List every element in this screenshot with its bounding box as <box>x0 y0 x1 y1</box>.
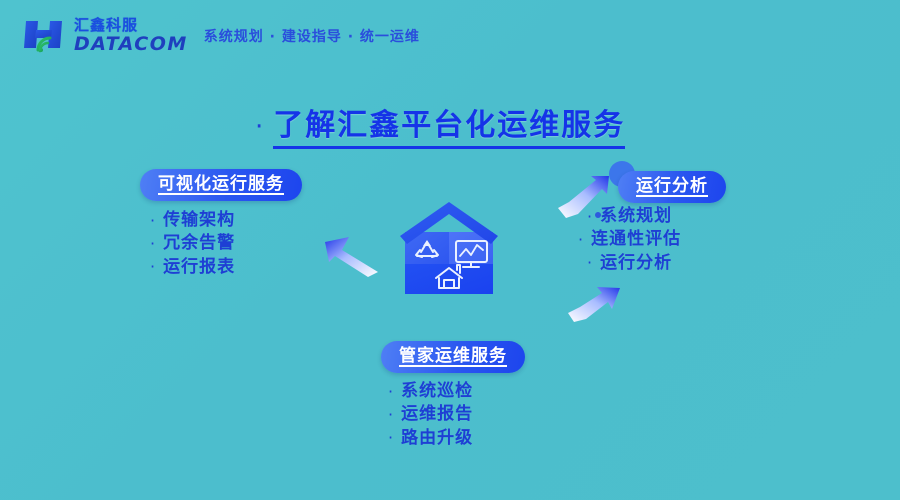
bullet-icon: · <box>150 233 156 253</box>
logo-english-name: DATACOM <box>74 33 188 55</box>
brand-tagline: 系统规划 · 建设指导 · 统一运维 <box>203 29 420 45</box>
bullet-icon: · <box>578 229 584 249</box>
badge-visual-operation-service[interactable]: 可视化运行服务 <box>140 169 302 201</box>
list-item[interactable]: · 运维报告 <box>388 404 473 425</box>
badge-operation-analysis[interactable]: 运行分析 <box>618 171 726 203</box>
slide-header: 汇鑫科服 DATACOM 系统规划 · 建设指导 · 统一运维 <box>0 0 900 72</box>
bullet-icon: · <box>388 404 394 424</box>
list-right-items: · 系统规划 · 连通性评估 · 运行分析 <box>578 206 681 274</box>
bullet-icon: · <box>388 428 394 448</box>
house-platform-illustration <box>400 202 498 294</box>
decorative-circle-small <box>595 212 601 218</box>
page-title: · 了解汇鑫平台化运维服务 <box>255 100 626 149</box>
monitor-chart-icon <box>455 240 488 268</box>
list-bottom-items: · 系统巡检 · 运维报告 · 路由升级 <box>388 381 473 449</box>
list-item-label: 传输架构 <box>163 210 236 230</box>
bullet-icon: · <box>150 210 156 230</box>
bullet-icon: · <box>587 253 593 273</box>
page-title-text: 了解汇鑫平台化运维服务 <box>273 100 626 149</box>
badge-label: 可视化运行服务 <box>158 173 284 196</box>
list-item-label: 冗余告警 <box>163 233 236 254</box>
list-item-label: 运行分析 <box>600 252 673 273</box>
list-item[interactable]: · 系统规划 <box>587 206 672 227</box>
list-item-label: 路由升级 <box>401 427 474 448</box>
list-item[interactable]: · 系统巡检 <box>388 381 473 402</box>
badge-butler-ops-service[interactable]: 管家运维服务 <box>381 341 525 373</box>
list-item[interactable]: · 路由升级 <box>388 428 473 449</box>
home-icon <box>435 264 463 289</box>
bullet-icon: · <box>150 257 156 277</box>
brand-logo: 汇鑫科服 DATACOM <box>22 18 188 54</box>
list-item[interactable]: · 运行分析 <box>587 253 672 274</box>
list-item-label: 运行报表 <box>163 256 236 277</box>
list-item[interactable]: · 传输架构 <box>150 210 235 231</box>
list-item[interactable]: · 冗余告警 <box>150 233 235 254</box>
bullet-icon: · <box>587 206 593 226</box>
arrow-up-right-top <box>558 176 609 218</box>
datacom-h-logo-icon <box>24 21 62 53</box>
arrow-up-left <box>325 237 378 277</box>
bullet-icon: · <box>388 381 394 401</box>
logo-chinese-name: 汇鑫科服 <box>74 16 139 34</box>
list-item[interactable]: · 运行报表 <box>150 257 235 278</box>
badge-label: 管家运维服务 <box>399 345 507 368</box>
list-item-label: 连通性评估 <box>591 229 682 250</box>
list-item-label: 运维报告 <box>401 404 474 425</box>
arrow-up-right-bottom <box>568 287 620 322</box>
logo-wordmark: 汇鑫科服 DATACOM <box>74 18 188 54</box>
list-item-label: 系统巡检 <box>401 381 474 401</box>
badge-label: 运行分析 <box>636 175 708 198</box>
list-left-items: · 传输架构 · 冗余告警 · 运行报表 <box>150 210 235 278</box>
title-bullet-icon: · <box>255 112 264 142</box>
list-item-label: 系统规划 <box>600 206 673 226</box>
list-item[interactable]: · 连通性评估 <box>578 229 681 250</box>
